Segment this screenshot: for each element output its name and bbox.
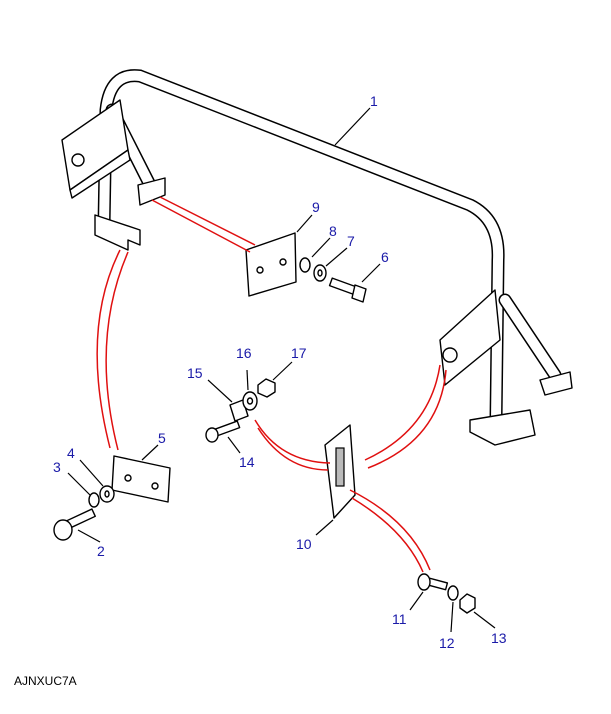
callout-15: 15: [187, 365, 203, 381]
plate-5: [111, 455, 171, 503]
callout-6: 6: [381, 249, 389, 265]
assembly-lines: [96, 196, 447, 573]
callout-11: 11: [392, 611, 407, 627]
right-mount-plate: [439, 289, 573, 446]
callout-10: 10: [296, 536, 312, 552]
bolt-6: [328, 277, 367, 303]
plate-9: [245, 232, 297, 297]
callout-4: 4: [67, 445, 75, 461]
callout-labels: 1 2 3 4 5 6 7 8 9 10 11 12 13 14 15 16 1…: [53, 93, 507, 651]
bolt-2: [53, 508, 96, 541]
plate-9-hole: [256, 266, 264, 274]
nut-17: [257, 378, 276, 398]
callout-7: 7: [347, 233, 355, 249]
nut-13: [459, 593, 476, 614]
leader-lines: [67, 107, 496, 633]
washer-16: [242, 391, 258, 411]
roll-bar-hoop: [97, 69, 562, 427]
diagram-code: AJNXUC7A: [14, 674, 77, 688]
spring-washer-3: [88, 492, 100, 508]
callout-16: 16: [236, 345, 252, 361]
callout-5: 5: [158, 430, 166, 446]
washer-7: [313, 264, 327, 282]
plate-5-hole: [151, 482, 159, 490]
callout-1: 1: [370, 93, 378, 109]
bolt-14: [205, 420, 241, 443]
callout-12: 12: [439, 635, 455, 651]
callout-8: 8: [329, 223, 337, 239]
callout-13: 13: [491, 630, 507, 646]
callout-17: 17: [291, 345, 307, 361]
plate-5-hole: [124, 474, 132, 482]
washer-4: [99, 485, 115, 503]
washer-12: [447, 585, 459, 601]
spring-washer-8: [299, 257, 311, 273]
plate-9-hole: [279, 258, 287, 266]
bracket-10-slot: [335, 447, 345, 487]
bolt-11: [417, 573, 449, 591]
left-mount-plate: [61, 99, 166, 251]
callout-14: 14: [239, 454, 255, 470]
callout-9: 9: [312, 199, 320, 215]
callout-2: 2: [97, 543, 105, 559]
callout-3: 3: [53, 459, 61, 475]
